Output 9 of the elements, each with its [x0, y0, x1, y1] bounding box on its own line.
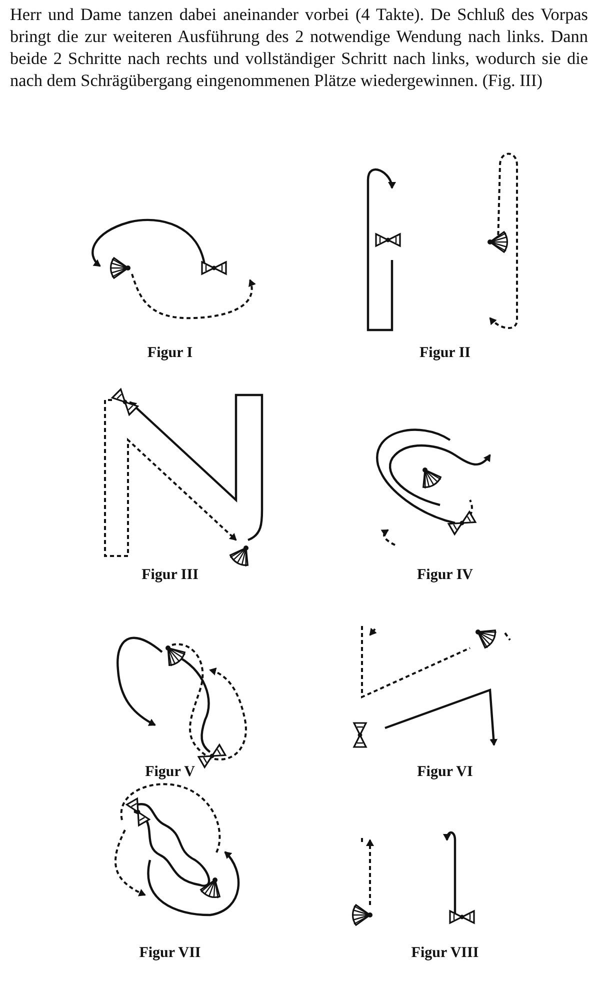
figure-caption: Figur VII	[139, 945, 201, 962]
figure-caption: Figur III	[142, 567, 198, 584]
figure-caption: Figur V	[145, 764, 195, 781]
body-paragraph: Herr und Dame tanzen dabei aneinander vorbei (4 Takte). De Schluß des Vorpas bringt die zur weiteren Ausführung des 2 notwendige Wendung nach links. Dann beide 2 Schritte nach rechts und vollständiger Schritt nach links, wodurch sie die nach dem Schrägübergang eingenommenen Plätze wiedergewinnen. (Fig. III)	[10, 4, 588, 92]
figure-caption: Figur VI	[417, 764, 473, 781]
figure-caption: Figur VIII	[411, 945, 479, 962]
figure-caption: Figur IV	[417, 567, 473, 584]
figure-caption: Figur II	[420, 345, 470, 362]
figure-caption: Figur I	[147, 345, 193, 362]
